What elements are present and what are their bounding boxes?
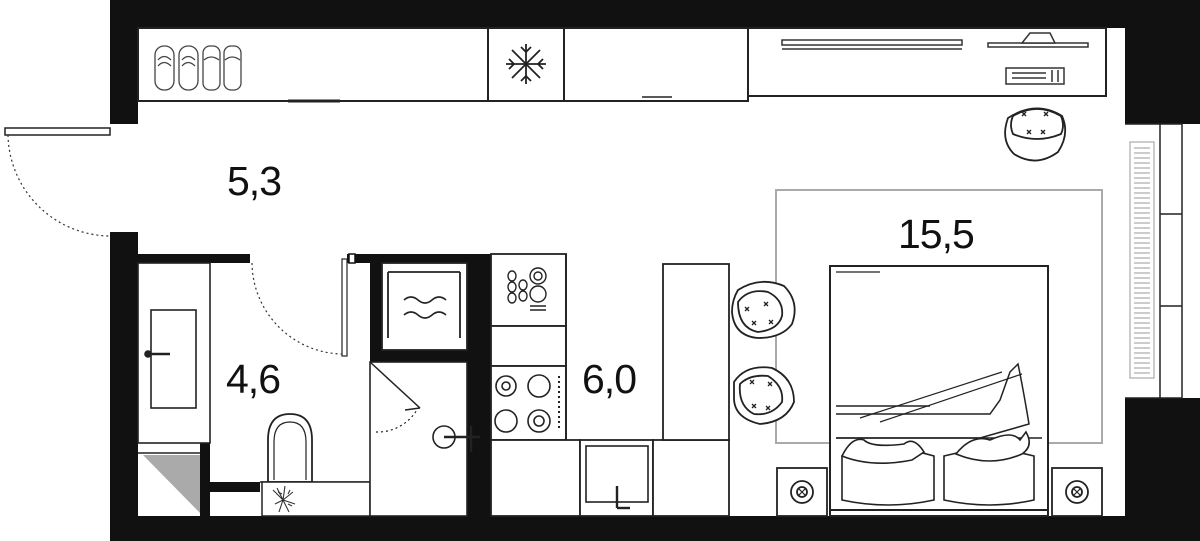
area-label-bathroom: 4,6	[226, 356, 280, 402]
toilet-icon	[267, 413, 313, 483]
bathroom-door	[244, 253, 356, 357]
oven-icon	[381, 262, 468, 351]
kitchen-counter	[490, 253, 730, 517]
snowflake-icon	[506, 44, 546, 84]
area-label-kitchen: 6,0	[582, 356, 636, 402]
window	[1125, 123, 1183, 399]
bar-stool-icon	[733, 366, 795, 425]
bar-stool-icon	[731, 280, 796, 339]
cooktop-icon	[494, 374, 560, 433]
area-label-hallway: 5,3	[227, 158, 281, 204]
tv-icon	[781, 32, 1089, 85]
utility-shaft	[143, 455, 200, 513]
walls	[110, 0, 1200, 541]
sink-icon	[585, 445, 649, 510]
radiator-icon	[1129, 141, 1155, 379]
washbasin-icon	[137, 262, 211, 444]
armchair-icon	[1004, 107, 1067, 162]
nightstand-icon	[1051, 467, 1103, 517]
pillow-icon	[840, 430, 1035, 506]
door-swing-icon	[251, 262, 343, 355]
door-swing-icon	[7, 134, 111, 237]
hallway-wardrobe	[137, 27, 1107, 103]
plant-icon	[261, 481, 371, 517]
dish-rack-icon	[507, 267, 547, 311]
shower-icon	[369, 361, 480, 517]
area-label-living-room: 15,5	[898, 211, 974, 257]
entrance-door	[4, 127, 111, 237]
slippers-icon	[154, 45, 242, 91]
nightstand-icon	[776, 467, 828, 517]
